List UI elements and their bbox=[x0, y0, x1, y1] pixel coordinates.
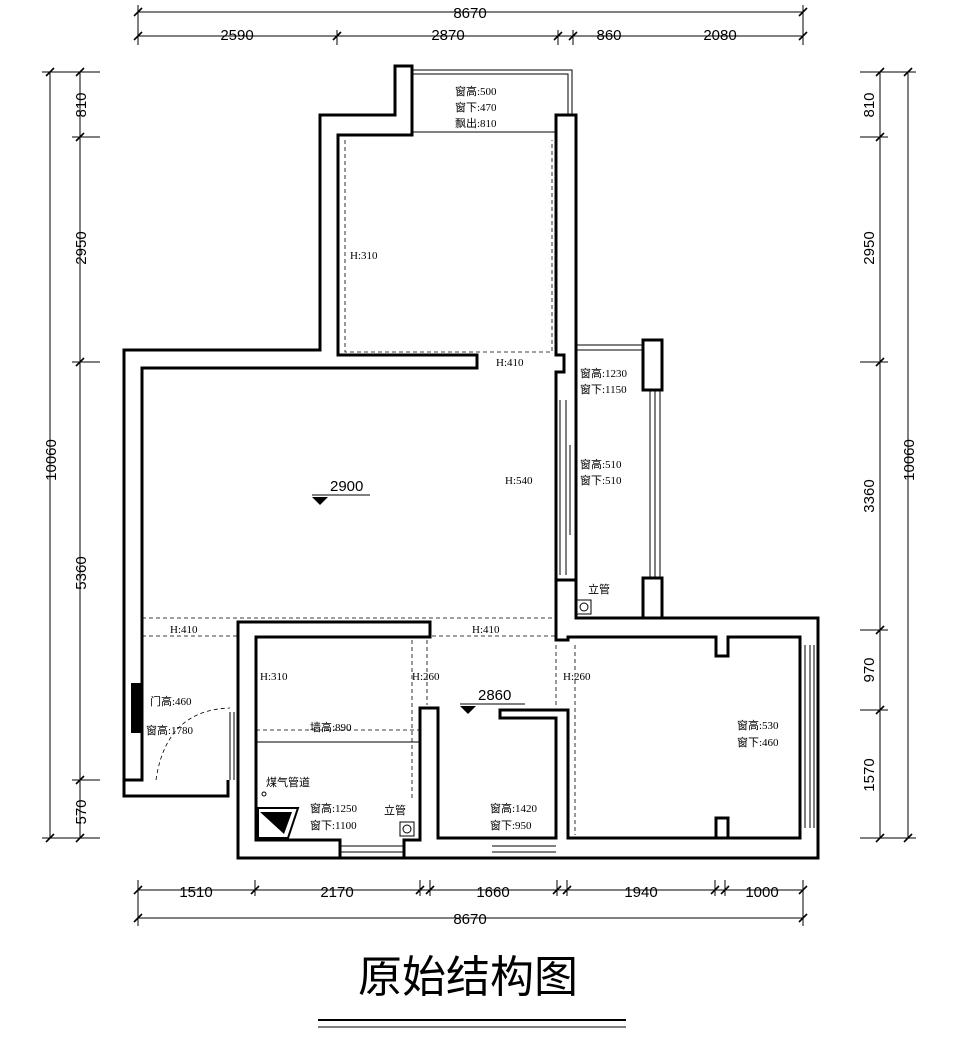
wall-center-column bbox=[554, 113, 578, 582]
label-balcony-top-sill: 窗高:500 bbox=[455, 84, 497, 98]
label-riser-2: 立管 bbox=[384, 803, 406, 817]
dim-right-total: 10060 bbox=[901, 439, 918, 481]
label-bath-win-high: 窗高:1420 bbox=[490, 801, 538, 815]
beam-marker-left bbox=[131, 683, 141, 733]
annotations: 窗高:500 窗下:470 飘出:810 H:310 H:410 窗高:1230… bbox=[146, 84, 779, 832]
wall-bay-post-bottom bbox=[641, 576, 664, 620]
label-kitchen-win-under: 窗下:1100 bbox=[310, 818, 357, 832]
page-title: 原始结构图 bbox=[358, 952, 578, 1003]
label-kitchen-height: H:310 bbox=[260, 671, 288, 683]
beam-lines bbox=[142, 140, 576, 835]
wall-bedroom2-notch bbox=[714, 816, 730, 840]
label-bath-level: 2860 bbox=[478, 687, 511, 704]
riser-2-symbol bbox=[399, 821, 415, 837]
label-window-high-left: 窗高:1780 bbox=[146, 723, 194, 737]
label-beam-h260-right: H:260 bbox=[563, 671, 591, 683]
label-beam-left: H:410 bbox=[170, 624, 198, 636]
dim-bottom-seg-3: 1660 bbox=[476, 884, 509, 901]
label-window-right2-high: 窗高:510 bbox=[580, 457, 622, 471]
label-living-height: H:540 bbox=[505, 475, 533, 487]
label-balcony-top-under: 窗下:470 bbox=[455, 100, 497, 114]
fixtures bbox=[131, 494, 592, 839]
wall-top-room-outer bbox=[122, 64, 479, 782]
label-wall-height: 墙高:890 bbox=[310, 720, 352, 734]
dim-bottom-seg-1: 1510 bbox=[179, 884, 212, 901]
dim-left-seg-2: 2950 bbox=[73, 231, 90, 264]
label-bedroom2-win-under: 窗下:460 bbox=[737, 735, 779, 749]
gas-point-icon bbox=[261, 791, 267, 797]
dim-bottom-total: 8670 bbox=[453, 911, 486, 928]
level-marker-bath-icon bbox=[460, 706, 476, 714]
left-dimension-chain: 10060 810 2950 5360 570 bbox=[42, 67, 100, 843]
label-window-right1-high: 窗高:1230 bbox=[580, 366, 628, 380]
drawing-title: 原始结构图 bbox=[318, 952, 626, 1028]
wall-bedroom2 bbox=[236, 576, 820, 860]
label-bedroom1-height: H:310 bbox=[350, 250, 378, 262]
top-dimension-chain: 8670 2590 2870 860 2080 bbox=[133, 5, 808, 45]
dim-top-seg-1: 2590 bbox=[220, 27, 253, 44]
dim-top-total: 8670 bbox=[453, 5, 486, 22]
level-marker-living-icon bbox=[312, 497, 328, 505]
dim-bottom-seg-2: 2170 bbox=[320, 884, 353, 901]
wall-entry-return bbox=[122, 780, 230, 798]
dim-bottom-seg-4: 1940 bbox=[624, 884, 657, 901]
label-bath-win-under: 窗下:950 bbox=[490, 818, 532, 832]
label-beam-mid: H:410 bbox=[472, 624, 500, 636]
label-kitchen-win-high: 窗高:1250 bbox=[310, 801, 358, 815]
dim-right-seg-1: 810 bbox=[861, 92, 878, 117]
label-balcony-top-out: 飘出:810 bbox=[455, 116, 497, 130]
dim-left-seg-3: 5360 bbox=[73, 556, 90, 589]
label-riser-1: 立管 bbox=[588, 582, 610, 596]
dim-top-seg-2: 2870 bbox=[431, 27, 464, 44]
dim-top-seg-3: 860 bbox=[596, 27, 621, 44]
label-window-right2-under: 窗下:510 bbox=[580, 473, 622, 487]
dim-right-seg-4: 970 bbox=[861, 657, 878, 682]
dim-right-seg-5: 1570 bbox=[861, 758, 878, 791]
dim-left-seg-4: 570 bbox=[73, 799, 90, 824]
label-beam-top: H:410 bbox=[496, 357, 524, 369]
label-door-high: 门高:460 bbox=[150, 694, 192, 708]
label-bedroom2-win-high: 窗高:530 bbox=[737, 718, 779, 732]
riser-1-symbol bbox=[576, 599, 592, 615]
dim-right-seg-3: 3360 bbox=[861, 479, 878, 512]
label-window-right1-under: 窗下:1150 bbox=[580, 382, 627, 396]
right-dimension-chain: 10060 810 2950 3360 970 1570 bbox=[860, 67, 918, 843]
bottom-dimension-chain: 1510 2170 1660 1940 1000 8670 bbox=[133, 880, 808, 928]
label-gas-duct: 煤气管道 bbox=[266, 775, 310, 789]
dim-bottom-seg-5: 1000 bbox=[745, 884, 778, 901]
walls bbox=[122, 64, 820, 860]
label-living-level: 2900 bbox=[330, 478, 363, 495]
dim-left-total: 10060 bbox=[43, 439, 60, 481]
label-beam-h260-left: H:260 bbox=[412, 671, 440, 683]
dim-left-seg-1: 810 bbox=[73, 92, 90, 117]
dim-right-seg-2: 2950 bbox=[861, 231, 878, 264]
dim-top-seg-4: 2080 bbox=[703, 27, 736, 44]
wall-bay-post-top bbox=[641, 338, 664, 392]
windows bbox=[229, 69, 815, 853]
